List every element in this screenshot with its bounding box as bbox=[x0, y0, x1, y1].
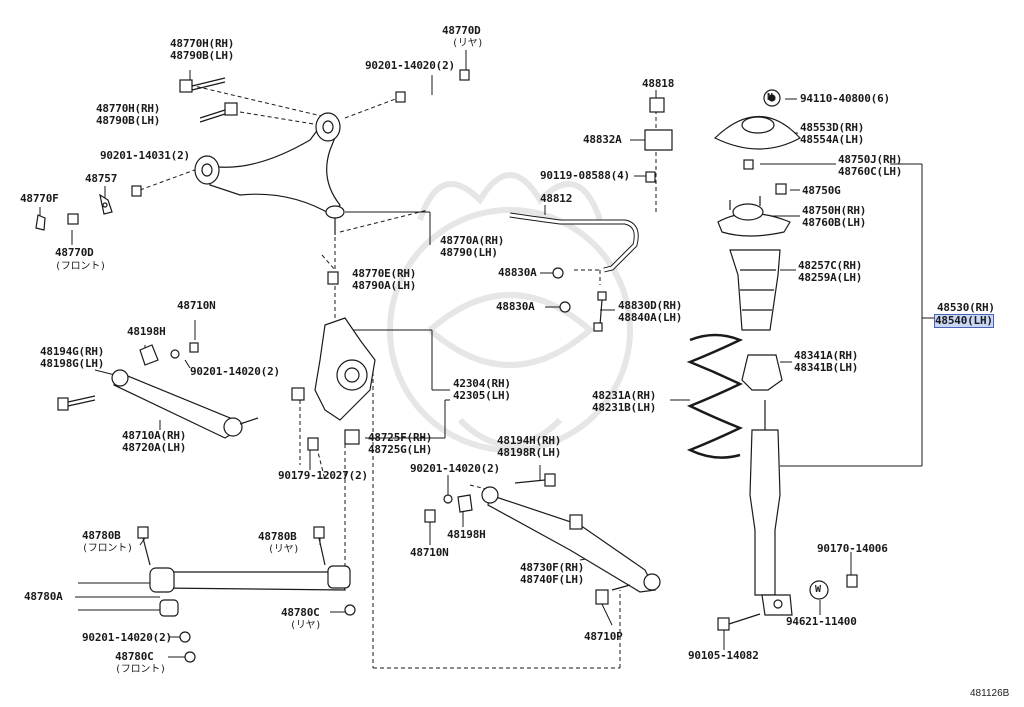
label-48257c-rh[interactable]: 48257C(RH) bbox=[798, 259, 863, 272]
label-48198r-lh[interactable]: 48198R(LH) bbox=[497, 446, 562, 459]
lateral-rod-48780A bbox=[159, 571, 346, 591]
label-48553d-rh[interactable]: 48553D(RH) bbox=[800, 121, 865, 134]
label-48725f-rh[interactable]: 48725F(RH) bbox=[368, 431, 433, 444]
label-48790a-lh[interactable]: 48790A(LH) bbox=[352, 279, 417, 292]
label-48259a-lh[interactable]: 48259A(LH) bbox=[798, 271, 863, 284]
label-90201-14031[interactable]: 90201-14031(2) bbox=[100, 149, 190, 162]
label-48341a-rh[interactable]: 48341A(RH) bbox=[794, 349, 859, 362]
label-48770e-rh[interactable]: 48770E(RH) bbox=[352, 267, 417, 280]
label-90201-4[interactable]: 90201-14020(2) bbox=[82, 631, 172, 644]
label-48790-lh[interactable]: 48790(LH) bbox=[440, 246, 498, 259]
label-90105[interactable]: 90105-14082 bbox=[688, 649, 759, 662]
label-48231b-lh[interactable]: 48231B(LH) bbox=[592, 401, 657, 414]
lower-arm-48730F bbox=[487, 494, 656, 593]
label-94110[interactable]: 94110-40800(6) bbox=[800, 92, 890, 105]
label-48710p[interactable]: 48710P bbox=[584, 630, 623, 643]
label-42304-rh[interactable]: 42304(RH) bbox=[453, 377, 511, 390]
label-48750g[interactable]: 48750G bbox=[802, 184, 841, 197]
dashed-guides bbox=[139, 84, 657, 669]
label-48780b-front[interactable]: 48780B bbox=[82, 529, 121, 542]
label-48830a-2[interactable]: 48830A bbox=[496, 300, 535, 313]
label-94621[interactable]: 94621-11400 bbox=[786, 615, 857, 628]
label-90201-2[interactable]: 90201-14020(2) bbox=[190, 365, 280, 378]
circle-w-marker: W bbox=[815, 584, 821, 595]
label-48770d-left[interactable]: 48770D bbox=[55, 246, 94, 259]
label-48341b-lh[interactable]: 48341B(LH) bbox=[794, 361, 859, 374]
label-48725g-lh[interactable]: 48725G(LH) bbox=[368, 443, 433, 456]
label-front-3: (フロント) bbox=[115, 664, 166, 675]
label-48710n-1[interactable]: 48710N bbox=[177, 299, 216, 312]
label-48750h-rh[interactable]: 48750H(RH) bbox=[802, 204, 867, 217]
label-48770d-top[interactable]: 48770D bbox=[442, 24, 481, 37]
label-48760b-lh[interactable]: 48760B(LH) bbox=[802, 216, 867, 229]
upper-control-arm bbox=[204, 119, 341, 216]
label-48818[interactable]: 48818 bbox=[642, 77, 675, 90]
label-48830d-rh[interactable]: 48830D(RH) bbox=[618, 299, 683, 312]
label-48198g-lh[interactable]: 48198G(LH) bbox=[40, 357, 105, 370]
parts-shapes bbox=[35, 69, 858, 663]
label-48832a[interactable]: 48832A bbox=[583, 133, 622, 146]
label-48231a-rh[interactable]: 48231A(RH) bbox=[592, 389, 657, 402]
label-48530-rh[interactable]: 48530(RH) bbox=[937, 301, 995, 314]
label-90201-3[interactable]: 90201-14020(2) bbox=[410, 462, 500, 475]
label-48740f-lh[interactable]: 48740F(LH) bbox=[520, 573, 585, 586]
label-48710a-rh[interactable]: 48710A(RH) bbox=[122, 429, 187, 442]
label-48780c-front[interactable]: 48780C bbox=[115, 650, 154, 663]
label-48790b-lh-2[interactable]: 48790B(LH) bbox=[96, 114, 161, 127]
label-48830a-1[interactable]: 48830A bbox=[498, 266, 537, 279]
shock-absorber bbox=[749, 429, 781, 596]
label-48770f[interactable]: 48770F bbox=[20, 192, 59, 205]
label-90179[interactable]: 90179-12027(2) bbox=[278, 469, 368, 482]
label-42305-lh[interactable]: 42305(LH) bbox=[453, 389, 511, 402]
label-90170[interactable]: 90170-14006 bbox=[817, 542, 888, 555]
label-front-1: (フロント) bbox=[55, 261, 106, 272]
label-90201-1[interactable]: 90201-14020(2) bbox=[365, 59, 455, 72]
diagram-reference-number: 481126B bbox=[970, 688, 1010, 699]
label-48770a-rh[interactable]: 48770A(RH) bbox=[440, 234, 505, 247]
label-riya-3: (リヤ) bbox=[290, 620, 322, 631]
label-48194g-rh[interactable]: 48194G(RH) bbox=[40, 345, 105, 358]
label-48770h-rh-2[interactable]: 48770H(RH) bbox=[96, 102, 161, 115]
label-48540-lh-highlighted[interactable]: 48540(LH) bbox=[934, 314, 994, 328]
label-48780a[interactable]: 48780A bbox=[24, 590, 63, 603]
circle-n-marker: N bbox=[767, 92, 773, 103]
label-48730f-rh[interactable]: 48730F(RH) bbox=[520, 561, 585, 574]
label-48198h-1[interactable]: 48198H bbox=[127, 325, 166, 338]
label-48757[interactable]: 48757 bbox=[85, 172, 118, 185]
coil-spring bbox=[686, 333, 744, 459]
label-90119[interactable]: 90119-08588(4) bbox=[540, 169, 630, 182]
label-48760c-lh[interactable]: 48760C(LH) bbox=[838, 165, 903, 178]
label-front-2: (フロント) bbox=[82, 543, 133, 554]
label-48790b-lh[interactable]: 48790B(LH) bbox=[170, 49, 235, 62]
label-48770h-rh[interactable]: 48770H(RH) bbox=[170, 37, 235, 50]
label-riya-1: (リヤ) bbox=[452, 38, 484, 49]
label-48840a-lh[interactable]: 48840A(LH) bbox=[618, 311, 683, 324]
label-48194h-rh[interactable]: 48194H(RH) bbox=[497, 434, 562, 447]
label-48780b-rear[interactable]: 48780B bbox=[258, 530, 297, 543]
label-48710n-2[interactable]: 48710N bbox=[410, 546, 449, 559]
label-48780c-rear[interactable]: 48780C bbox=[281, 606, 320, 619]
label-48198h-2[interactable]: 48198H bbox=[447, 528, 486, 541]
label-48720a-lh[interactable]: 48720A(LH) bbox=[122, 441, 187, 454]
label-48750j-rh[interactable]: 48750J(RH) bbox=[838, 153, 903, 166]
label-riya-2: (リヤ) bbox=[268, 544, 300, 555]
label-48554a-lh[interactable]: 48554A(LH) bbox=[800, 133, 865, 146]
label-48812[interactable]: 48812 bbox=[540, 192, 573, 205]
